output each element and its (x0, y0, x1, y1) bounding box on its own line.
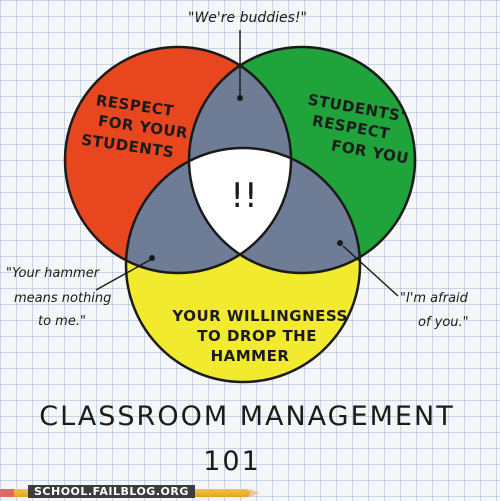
outline-a (63, 45, 293, 275)
label-set-c: YOUR WILLINGNESS TO DROP THE HAMMER (171, 307, 353, 365)
diagram-title: CLASSROOM MANAGEMENT (39, 401, 454, 432)
annotation-top: "We're buddies!" (188, 10, 307, 26)
pencil-tip (250, 489, 260, 497)
pointer-line-right (342, 245, 399, 297)
pointer-dot-left (149, 255, 155, 261)
center-label: !! (230, 176, 257, 216)
pointer-dot-top (237, 95, 243, 101)
pencil-eraser (0, 489, 14, 497)
annotation-left: "Your hammer means nothing to me." (6, 266, 116, 329)
watermark: SCHOOL.FAILBLOG.ORG (28, 485, 195, 500)
pointer-dot-right (337, 240, 343, 246)
annotation-right: "I'm afraid of you." (400, 291, 472, 330)
diagram-subtitle: 101 (203, 446, 261, 477)
watermark-text: SCHOOL.FAILBLOG.ORG (28, 485, 195, 498)
pointer-line-left (95, 259, 151, 291)
outline-c (124, 146, 362, 384)
footer-bar: SCHOOL.FAILBLOG.ORG (0, 485, 500, 501)
